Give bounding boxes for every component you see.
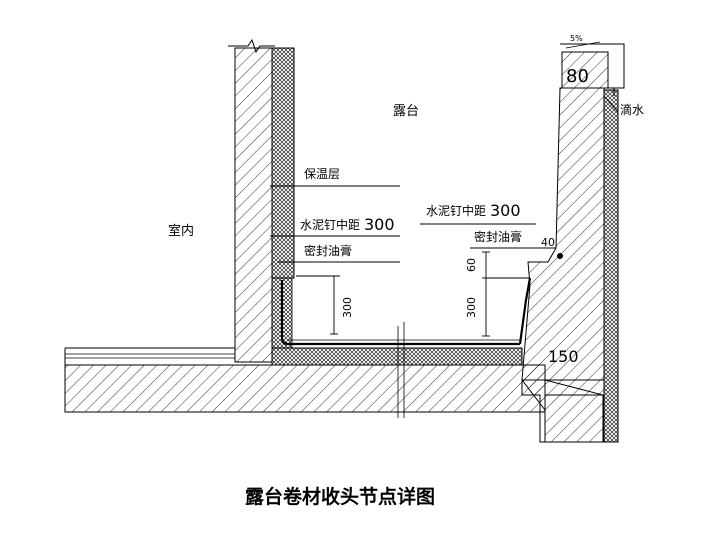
nail-spacing-right-label: 水泥钉中距 — [426, 203, 486, 218]
drawing-caption: 露台卷材收头节点详图 — [244, 486, 435, 508]
slope-marker: 5% — [565, 34, 601, 49]
insulation-label: 保温层 — [304, 167, 340, 181]
dim-300-left: 300 — [341, 297, 354, 318]
indoor-label: 室内 — [168, 223, 194, 239]
dim-80: 80 — [566, 66, 589, 87]
nail-spacing-right-value: 300 — [490, 201, 521, 220]
nail-spacing-left-value: 300 — [364, 215, 395, 234]
dimension-lines — [296, 251, 530, 337]
slope-label: 5% — [570, 34, 583, 43]
dim-150: 150 — [548, 347, 579, 366]
floor-slab — [64, 280, 604, 443]
balcony-label: 露台 — [393, 104, 419, 119]
sealant-right-label: 密封油膏 — [474, 229, 522, 244]
right-parapet — [518, 43, 625, 443]
left-wall — [228, 38, 275, 363]
sealant-left-label: 密封油膏 — [304, 243, 352, 258]
drip-label: 滴水 — [620, 102, 644, 117]
section-cut-line — [397, 322, 405, 418]
dim-40: 40 — [541, 236, 555, 249]
nail-spacing-left-label: 水泥钉中距 — [300, 217, 360, 232]
leader-lines — [270, 95, 619, 263]
dim-60: 60 — [465, 258, 478, 272]
dim-300-right: 300 — [465, 297, 478, 318]
